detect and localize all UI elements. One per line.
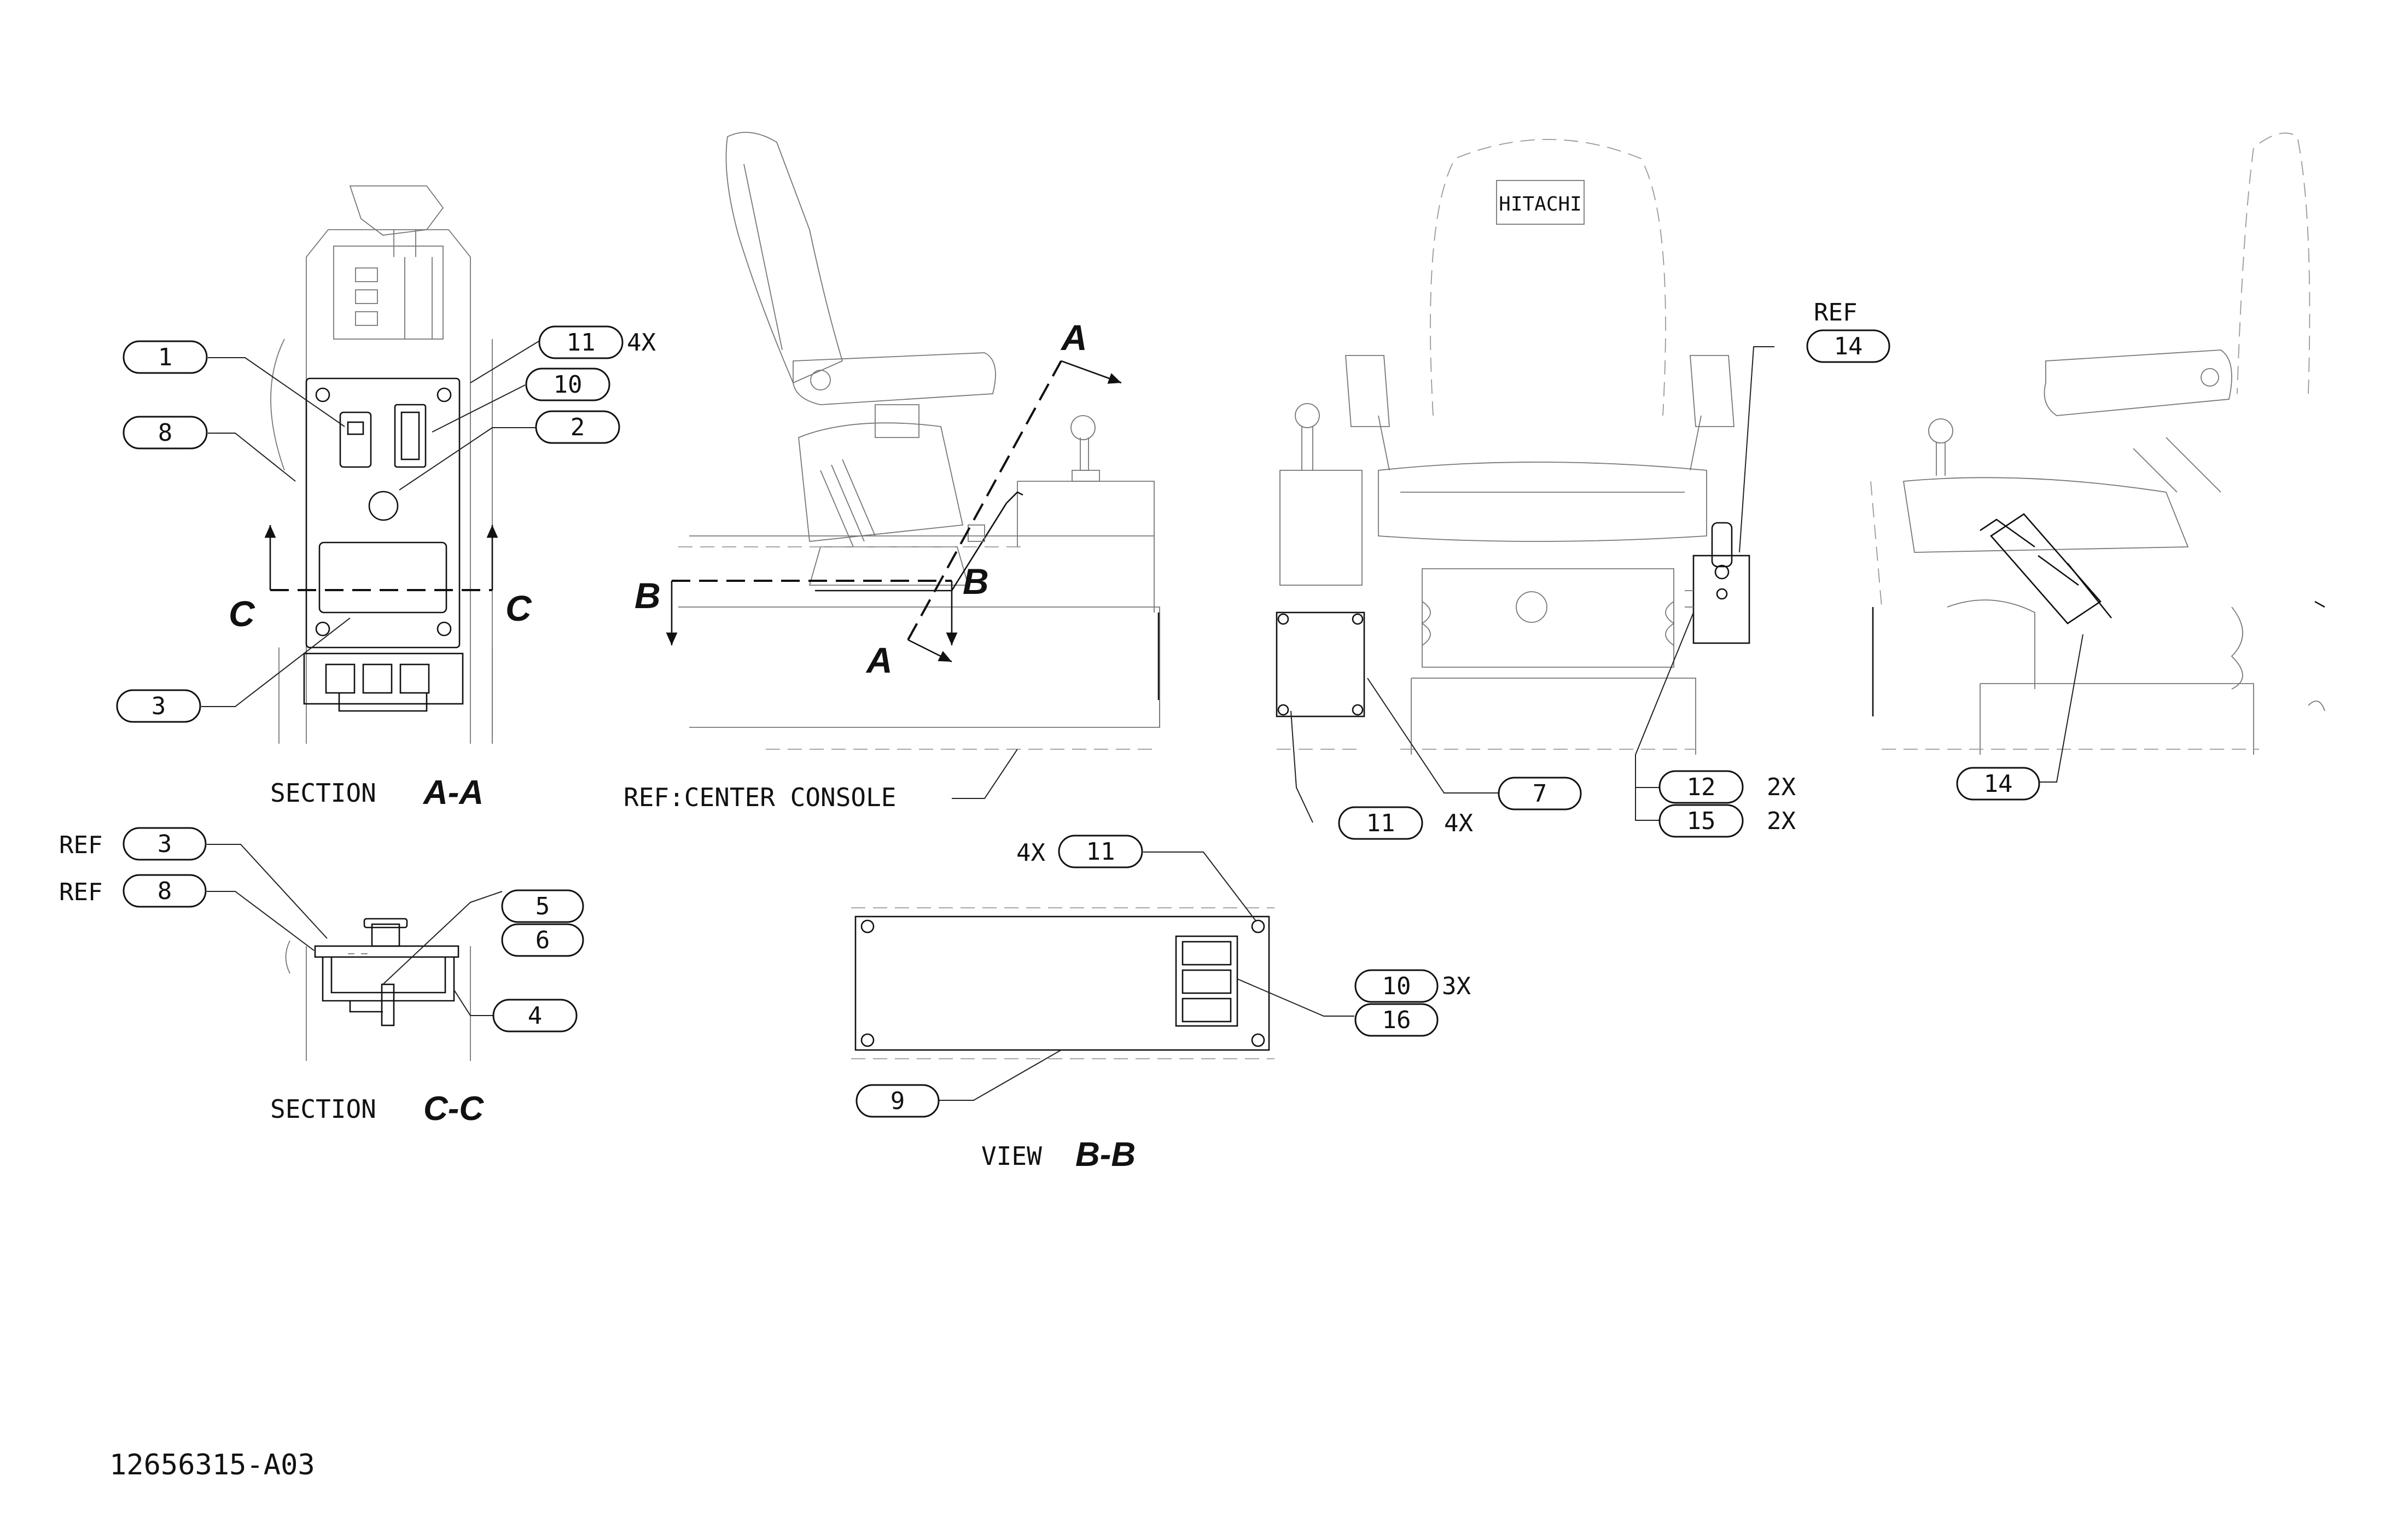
view-bb-prefix: VIEW [981, 1141, 1042, 1171]
balloon-label: 12 [1687, 773, 1716, 801]
balloon-2[interactable]: 2 [535, 410, 620, 444]
quantity-4x: 4X [627, 329, 656, 357]
right-side-view-seat: 14 [1870, 132, 2325, 801]
quantity-2x: 2X [1767, 773, 1796, 801]
quantity-4x: 4X [1016, 839, 1045, 867]
balloon-14[interactable]: 14 [1806, 329, 1890, 363]
view-bb: 4X 11 10 3X 16 9 VIEW B-B [851, 835, 1471, 1174]
cut-label-a-top: A [1060, 317, 1087, 358]
cut-label-c-left: C [229, 593, 255, 634]
quantity-4x: 4X [1444, 809, 1473, 837]
balloon-label: 3 [158, 830, 172, 858]
balloon-label: 14 [1834, 332, 1863, 360]
quantity-3x: 3X [1442, 972, 1471, 1000]
balloon-label: 11 [567, 329, 596, 357]
ref-label: REF [1814, 299, 1857, 326]
balloon-label: 1 [158, 343, 173, 371]
balloon-4[interactable]: 4 [492, 999, 578, 1032]
balloon-11[interactable]: 11 [1058, 835, 1143, 868]
balloon-16[interactable]: 16 [1354, 1003, 1439, 1037]
cut-label-a-bottom: A [865, 640, 893, 680]
balloon-10[interactable]: 10 [1354, 969, 1439, 1003]
ref-label: REF [59, 878, 102, 906]
balloon-1[interactable]: 1 [123, 340, 208, 374]
balloon-label: 2 [571, 413, 585, 441]
balloon-label: 15 [1687, 807, 1716, 835]
balloon-label: 3 [152, 692, 166, 720]
section-aa-prefix: SECTION [270, 778, 376, 808]
ref-center-console-label: REF:CENTER CONSOLE [624, 783, 897, 812]
cut-label-b-right: B [963, 561, 989, 602]
section-aa-view: C C 1 8 11 4X 10 2 [116, 185, 656, 812]
balloon-label: 8 [158, 419, 173, 447]
cut-label-c-right: C [505, 588, 532, 628]
balloon-label: 10 [1382, 972, 1411, 1000]
balloon-10[interactable]: 10 [525, 368, 610, 401]
balloon-label: 6 [536, 926, 550, 954]
balloon-7[interactable]: 7 [1498, 777, 1582, 810]
section-aa-letters: A-A [422, 774, 484, 812]
balloon-label: 11 [1366, 809, 1395, 837]
balloon-label: 9 [890, 1087, 905, 1115]
balloon-ref-3[interactable]: 3 [123, 827, 207, 861]
balloon-11[interactable]: 11 [538, 325, 624, 359]
balloon-12[interactable]: 12 [1658, 770, 1744, 804]
balloon-ref-8[interactable]: 8 [123, 874, 207, 908]
balloon-label: 4 [528, 1002, 543, 1030]
balloon-11[interactable]: 11 [1338, 806, 1423, 840]
seat-logo: HITACHI [1499, 193, 1582, 215]
drawing-number: 12656315-A03 [109, 1449, 315, 1481]
section-cc-letters: C-C [423, 1090, 484, 1128]
front-view-seat: HITACHI REF [1276, 139, 1890, 840]
balloon-label: 5 [536, 892, 550, 920]
balloon-15[interactable]: 15 [1658, 804, 1744, 838]
balloon-label: 11 [1086, 838, 1115, 866]
section-cc-prefix: SECTION [270, 1094, 376, 1124]
balloon-3[interactable]: 3 [116, 689, 201, 723]
view-bb-letters: B-B [1075, 1136, 1136, 1174]
cut-label-b-left: B [635, 575, 661, 616]
balloon-label: 10 [554, 371, 583, 399]
balloon-14[interactable]: 14 [1956, 767, 2040, 801]
section-cc-view: REF 3 REF 8 5 6 4 SECTION C-C [59, 827, 584, 1128]
balloon-9[interactable]: 9 [855, 1084, 940, 1118]
side-view-seat-console: B B A A REF:CENTER CONSOLE [624, 132, 1160, 812]
balloon-8[interactable]: 8 [123, 416, 208, 450]
balloon-5[interactable]: 5 [501, 889, 584, 923]
balloon-label: 8 [158, 877, 172, 905]
ref-label: REF [59, 831, 102, 859]
balloon-label: 14 [1984, 770, 2013, 798]
balloon-label: 7 [1533, 780, 1547, 808]
balloon-6[interactable]: 6 [501, 923, 584, 957]
quantity-2x: 2X [1767, 807, 1796, 835]
balloon-label: 16 [1382, 1006, 1411, 1034]
